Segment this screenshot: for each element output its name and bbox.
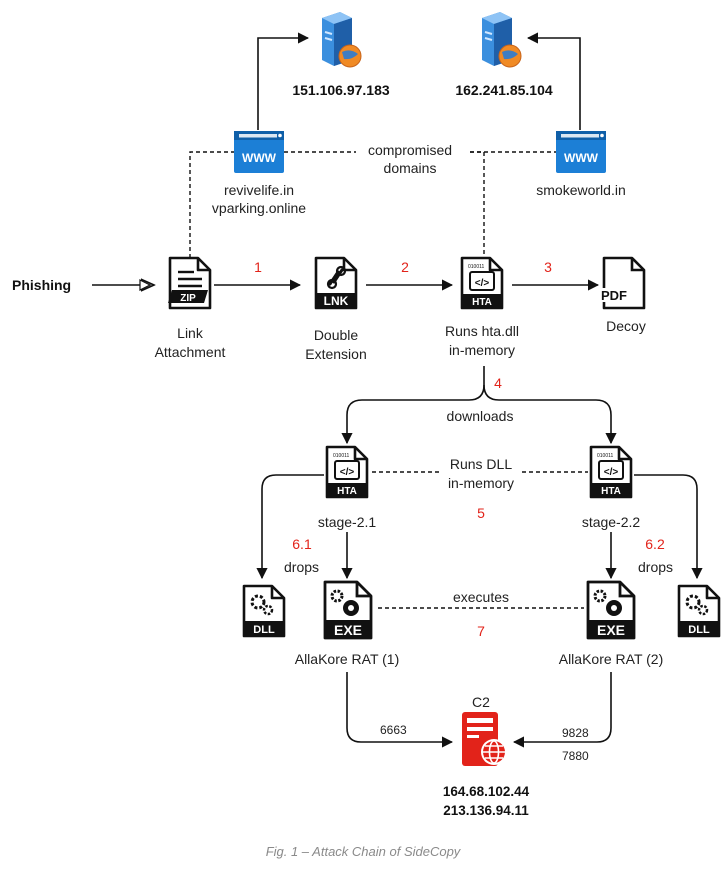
edge-www-left-to-server [257,32,310,130]
runs-dll-label-line1: Runs DLL [450,456,512,472]
hta-label: HTA [472,297,492,308]
hta-file-icon: 010011 </> HTA [325,445,369,499]
exe-file-icon: EXE [323,580,373,640]
hta-binary-label: 010011 [333,453,350,459]
step-number-2: 2 [401,259,409,275]
compromised-domains-label-line1: compromised [368,142,452,158]
dll-label: DLL [253,624,275,636]
hta-file-icon: 010011 </> HTA [460,256,504,310]
step-number-5: 5 [477,505,485,521]
edge-stage22-drops-dll [634,474,703,580]
exe-label: EXE [597,622,625,638]
executes-label: executes [453,589,509,605]
exe-file-icon: EXE [586,580,636,640]
pdf-label: PDF [601,288,627,303]
web-server-icon [481,11,522,68]
runs-dll-label-line2: in-memory [448,475,514,491]
step-number-1: 1 [254,259,262,275]
www-browser-icon: WWW [234,131,284,173]
dll-label: DLL [688,624,710,636]
step-number-4: 4 [494,375,502,391]
stage21-caption: stage-2.1 [318,514,377,530]
hta-caption-line1: Runs hta.dll [445,323,519,339]
lnk-file-icon: LNK [314,256,358,310]
server-right-ip: 162.241.85.104 [455,82,553,98]
c2-server-icon [462,712,507,766]
edge-www-right-to-server [526,32,581,130]
svg-text:</>: </> [340,467,355,478]
c2-label: C2 [472,694,490,710]
rat2-caption: AllaKore RAT (2) [559,651,664,667]
edge-rat1-to-c2 [346,672,454,748]
pdf-caption: Decoy [606,318,646,334]
stage22-caption: stage-2.2 [582,514,641,530]
compromised-domains-label-line2: domains [384,160,437,176]
hta-binary-label: 010011 [597,453,614,459]
exe-label: EXE [334,622,362,638]
hta-label: HTA [601,486,621,497]
edge-stage21-drops-dll [256,474,324,580]
hta-file-icon: 010011 </> HTA [589,445,633,499]
rat1-caption: AllaKore RAT (1) [295,651,400,667]
edge-phishing-double-arrow [139,279,152,291]
phishing-label: Phishing [12,277,71,293]
svg-text:</>: </> [604,467,619,478]
edge-dashed-zip-www [189,151,234,258]
hta-label: HTA [337,486,357,497]
domain-left-line1: revivelife.in [224,182,294,198]
pdf-file-icon: PDF [600,256,646,310]
edge-dashed-hta-domains [470,151,485,258]
c2-ip-2: 213.136.94.11 [443,803,529,818]
port-right-label-1: 9828 [562,726,589,740]
hta-binary-label: 010011 [468,264,485,270]
lnk-caption-line2: Extension [305,346,366,362]
step-number-3: 3 [544,259,552,275]
hta-caption-line2: in-memory [449,342,515,358]
edge-rat2-to-c2 [512,672,612,748]
zip-caption-line1: Link [177,325,204,341]
lnk-caption-line1: Double [314,327,359,343]
step-number-7: 7 [477,623,485,639]
server-left-ip: 151.106.97.183 [292,82,390,98]
edge-hta-downloads-left [341,366,485,445]
domain-left-line2: vparking.online [212,200,306,216]
port-right-label-2: 7880 [562,749,589,763]
downloads-label: downloads [447,408,514,424]
port-left-label: 6663 [380,723,407,737]
domain-right: smokeworld.in [536,182,625,198]
www-label: WWW [242,151,277,165]
step-number-6-1: 6.1 [292,536,312,552]
edge-hta-downloads-right [483,384,617,445]
zip-label: ZIP [180,293,196,304]
svg-text:</>: </> [475,278,490,289]
drops-right-label: drops [638,559,673,575]
dll-file-icon: DLL [677,584,721,638]
web-server-icon [321,11,362,68]
c2-ip-1: 164.68.102.44 [443,784,530,799]
dll-file-icon: DLL [242,584,286,638]
drops-left-label: drops [284,559,319,575]
lnk-label: LNK [324,294,349,308]
zip-file-icon: ZIP [168,256,212,310]
step-number-6-2: 6.2 [645,536,665,552]
zip-caption-line2: Attachment [155,344,226,360]
www-browser-icon: WWW [556,131,606,173]
www-label: WWW [564,151,599,165]
figure-caption: Fig. 1 – Attack Chain of SideCopy [266,844,462,859]
